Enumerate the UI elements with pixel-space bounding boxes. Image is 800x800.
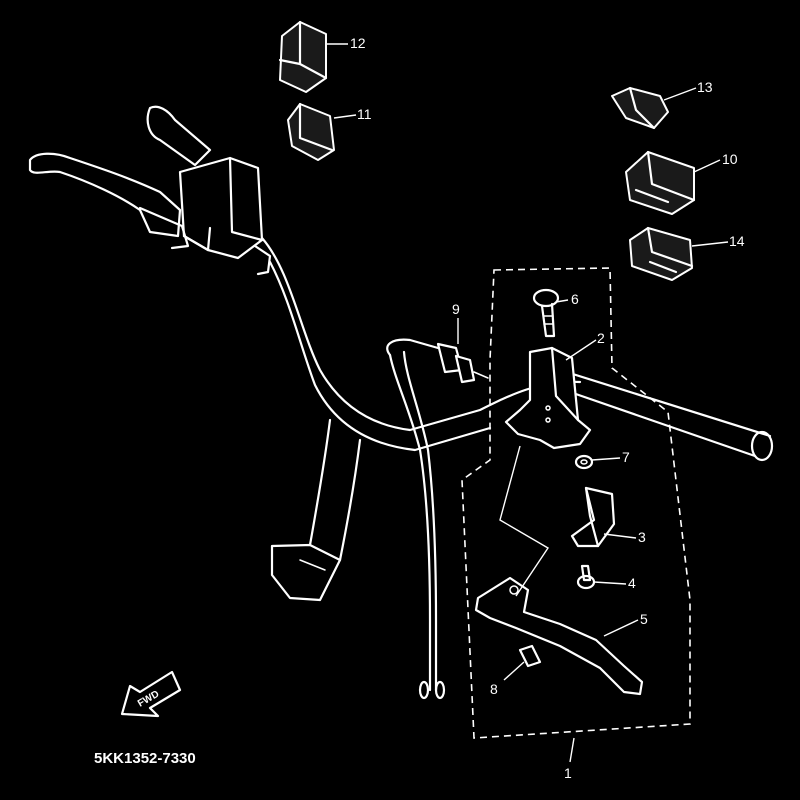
callout-14: 14	[729, 233, 745, 249]
part-7-washer	[574, 454, 594, 470]
part-13-switch-knob	[611, 86, 669, 130]
left-clutch-lever	[28, 152, 190, 250]
callout-1: 1	[564, 765, 572, 781]
part-code: 5KK1352-7330	[94, 750, 196, 767]
callout-10: 10	[722, 151, 738, 167]
handlebar	[146, 105, 774, 602]
part-6-bolt	[532, 288, 560, 338]
callout-7: 7	[622, 449, 630, 465]
fwd-direction-marker: FWD	[120, 670, 182, 718]
part-2-lever-holder	[504, 346, 592, 450]
callout-8: 8	[490, 681, 498, 697]
part-12-switch-cover	[278, 20, 328, 93]
part-10-switch-cover	[625, 150, 696, 215]
callout-6: 6	[571, 291, 579, 307]
part-9-switch-cable	[386, 338, 489, 700]
callout-11: 11	[357, 106, 372, 122]
part-8-pivot-bolt	[518, 644, 542, 668]
callout-4: 4	[628, 575, 636, 591]
callout-12: 12	[350, 35, 366, 51]
assembly-outline-part-1	[461, 267, 691, 739]
callout-13: 13	[697, 79, 713, 95]
callout-3: 3	[638, 529, 646, 545]
part-3-bracket	[570, 486, 616, 548]
part-4-screw	[576, 564, 596, 590]
part-11-switch-cover	[287, 102, 335, 161]
left-switch-housing	[178, 156, 272, 276]
part-5-front-brake-lever	[474, 576, 644, 696]
part-14-switch-cover	[629, 226, 694, 281]
callout-5: 5	[640, 611, 648, 627]
callout-9: 9	[452, 301, 460, 317]
callouts: 12 11 13 10 14 6 2 9 7 3 4 5 8 1	[326, 35, 745, 781]
callout-2: 2	[597, 330, 605, 346]
